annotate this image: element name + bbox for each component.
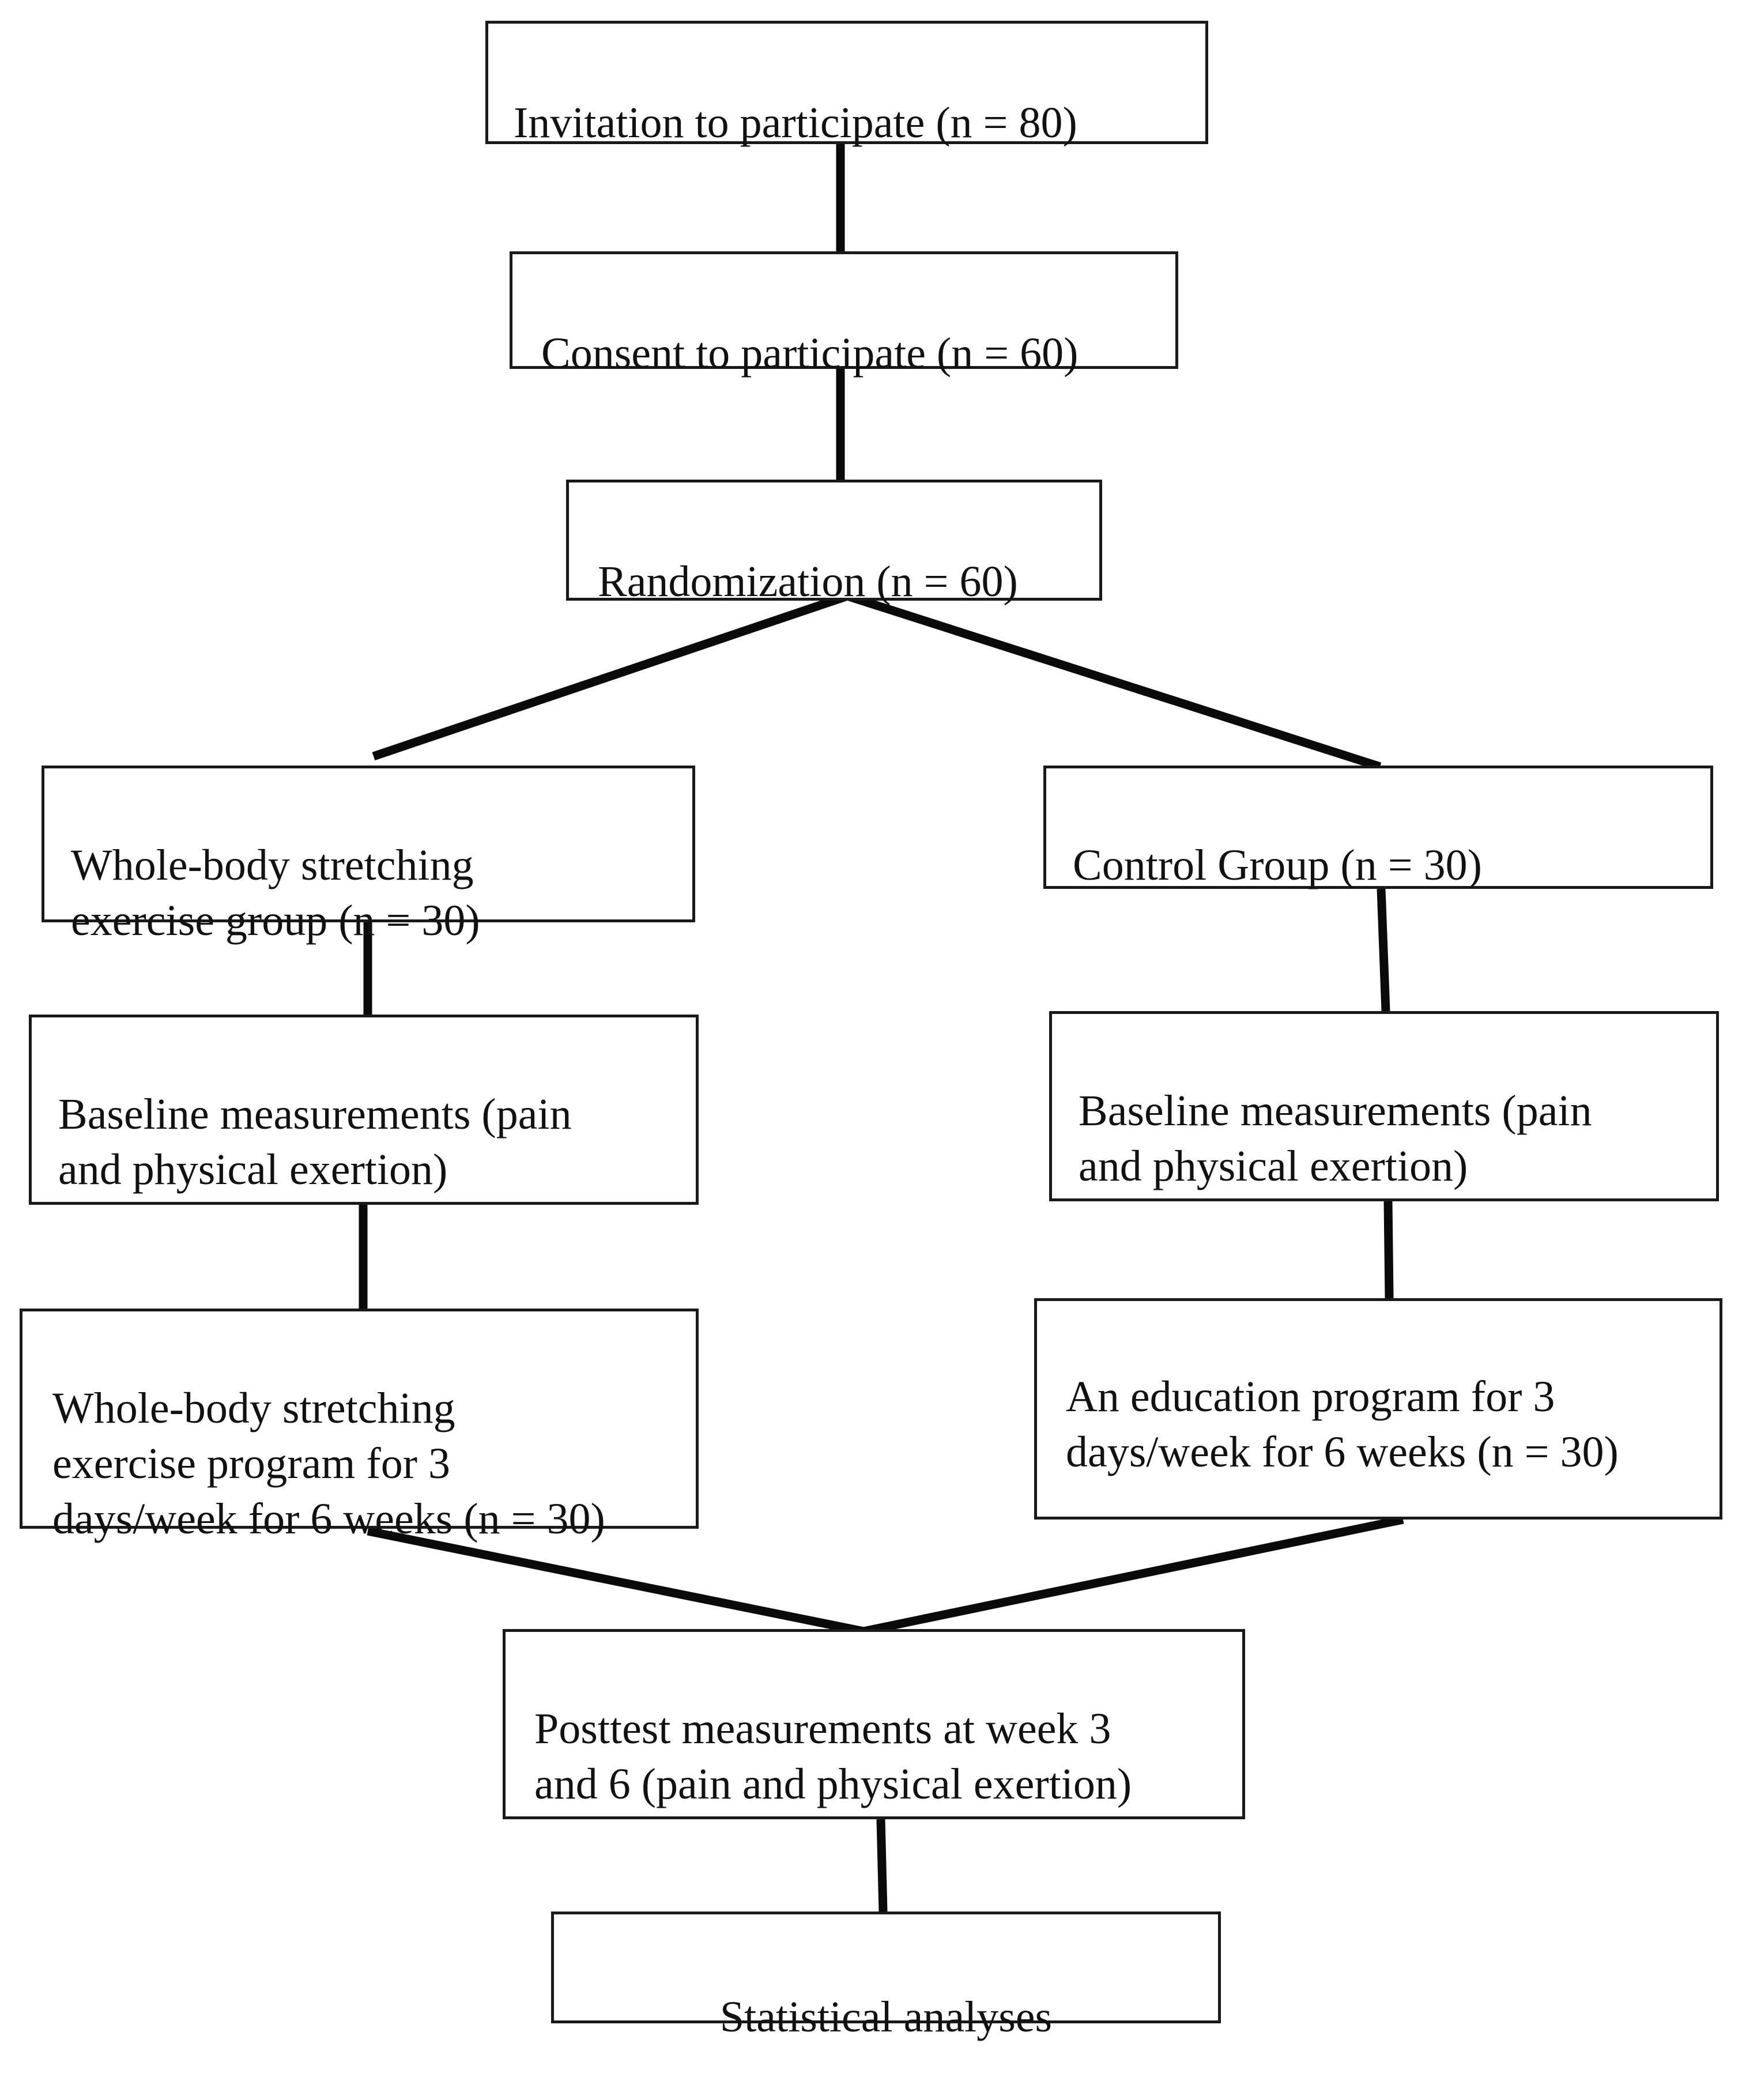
education-program-label: An education program for 3 days/week for… — [1066, 1373, 1619, 1476]
statistical-analyses-label: Statistical analyses — [719, 1993, 1053, 2041]
baseline-control-label: Baseline measurements (pain and physical… — [1079, 1087, 1592, 1190]
baseline-exercise-label: Baseline measurements (pain and physical… — [58, 1090, 572, 1194]
connector-program-posttest-right — [862, 1515, 1404, 1636]
invitation-box: Invitation to participate (n = 80) — [485, 21, 1208, 147]
connector-program-posttest-left — [367, 1526, 865, 1636]
exercise-program-label: Whole-body stretching exercise program f… — [52, 1384, 605, 1543]
invitation-label: Invitation to participate (n = 80) — [514, 99, 1077, 147]
randomization-box: Randomization (n = 60) — [566, 480, 1102, 606]
connector-posttest-statistics — [876, 1819, 888, 1912]
connector-randomization-exercise — [372, 591, 849, 761]
education-program-box: An education program for 3 days/week for… — [1034, 1298, 1722, 1520]
exercise-group-label: Whole-body stretching exercise group (n … — [71, 841, 480, 945]
baseline-control-box: Baseline measurements (pain and physical… — [1049, 1011, 1719, 1201]
control-group-label: Control Group (n = 30) — [1073, 841, 1482, 889]
exercise-group-box: Whole-body stretching exercise group (n … — [42, 766, 695, 945]
connector-lines — [359, 144, 1404, 1912]
posttest-box: Posttest measurements at week 3 and 6 (p… — [503, 1629, 1245, 1819]
control-group-box: Control Group (n = 30) — [1043, 766, 1713, 889]
exercise-program-box: Whole-body stretching exercise program f… — [20, 1309, 699, 1543]
connector-randomization-control — [846, 591, 1382, 771]
randomization-label: Randomization (n = 60) — [598, 557, 1018, 606]
connector-control-baseline — [1377, 888, 1390, 1012]
posttest-label: Posttest measurements at week 3 and 6 (p… — [534, 1705, 1132, 1808]
statistical-analyses-box: Statistical analyses — [551, 1912, 1221, 2041]
consent-label: Consent to participate (n = 60) — [541, 329, 1079, 378]
consent-box: Consent to participate (n = 60) — [510, 251, 1178, 378]
baseline-exercise-box: Baseline measurements (pain and physical… — [29, 1015, 699, 1205]
connector-baseline-program-right — [1383, 1201, 1394, 1299]
